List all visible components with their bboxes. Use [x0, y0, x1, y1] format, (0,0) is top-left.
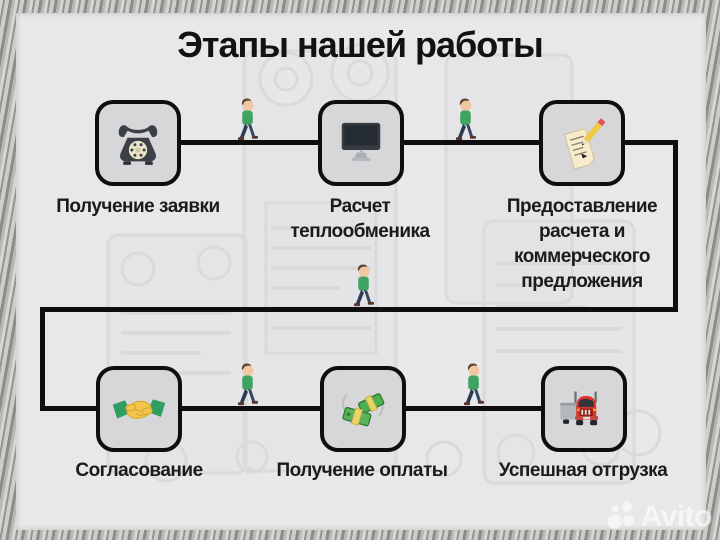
- connector-line: [40, 307, 45, 411]
- connector-line: [40, 406, 100, 411]
- walking-person-icon: [452, 98, 478, 144]
- step-label-calculation: Расчет теплообменика: [290, 196, 430, 243]
- computer-icon: [341, 122, 381, 161]
- step-box-proposal: [539, 100, 625, 186]
- step-box-approval: [96, 366, 182, 452]
- walking-person-icon: [234, 98, 260, 144]
- step-box-calculation: [318, 100, 404, 186]
- truck-icon: [560, 391, 598, 426]
- connector-line: [402, 140, 540, 145]
- handshake-icon: [112, 399, 166, 419]
- connector-line: [40, 307, 678, 312]
- connector-line: [621, 140, 678, 145]
- avito-logo-icon: [607, 501, 634, 529]
- walking-person-icon: [234, 363, 260, 409]
- step-box-request: [95, 100, 181, 186]
- step-label-payment: Получение оплаты: [276, 460, 448, 481]
- connector-line: [180, 406, 322, 411]
- step-box-payment: [320, 366, 406, 452]
- step-box-shipment: [541, 366, 627, 452]
- step-label-shipment: Успешная отгрузка: [498, 460, 668, 481]
- step-label-proposal: Предоставление расчета и коммерческого п…: [506, 196, 658, 293]
- walking-person-icon: [460, 363, 486, 409]
- connector-line: [178, 140, 320, 145]
- step-label-request: Получение заявки: [56, 196, 220, 217]
- telephone-icon: [118, 125, 158, 165]
- connector-line: [404, 406, 544, 411]
- walking-person-icon: [350, 264, 376, 310]
- money-icon: [342, 393, 385, 427]
- avito-watermark: Avito: [607, 500, 713, 534]
- avito-watermark-text: Avito: [640, 500, 713, 533]
- step-label-approval: Согласование: [75, 460, 203, 481]
- page-title: Этапы нашей работы: [177, 24, 543, 65]
- note-pencil-icon: [563, 118, 606, 170]
- connector-line: [673, 140, 678, 312]
- background-heat-exchangers: [106, 43, 662, 485]
